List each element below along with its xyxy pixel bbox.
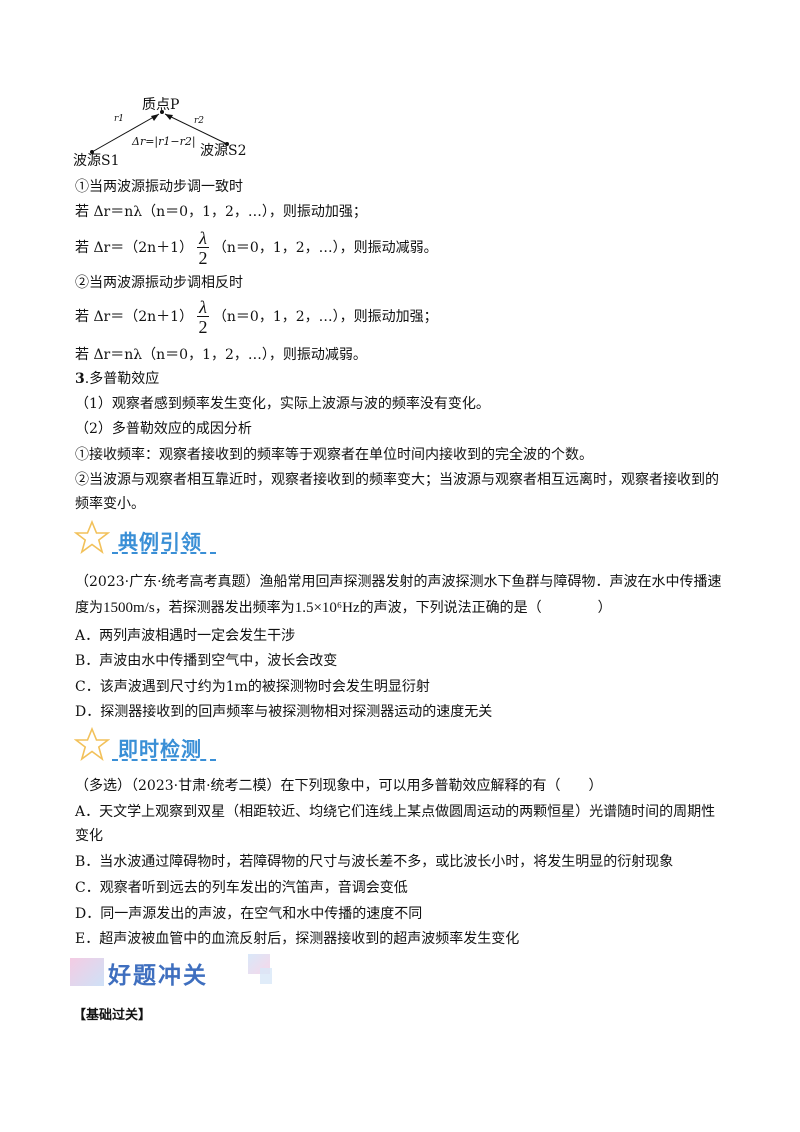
case2-heading: ②当两波源振动步调相反时 <box>75 275 243 291</box>
check-star-icon <box>73 726 111 765</box>
case2-line2: 若 Δr＝nλ（n＝0，1，2，…），则振动减弱。 <box>75 347 367 363</box>
case1-heading: ①当两波源振动步调一致时 <box>75 179 243 195</box>
q-text-b: ，若探测器发出频率为 <box>154 600 295 616</box>
q-text-a: 度为 <box>75 600 103 616</box>
check-question: （多选）（2023·甘肃·统考二模）在下列现象中，可以用多普勒效应解释的有（ ） <box>75 778 603 794</box>
banner-decoration <box>70 954 272 988</box>
check-title-underline <box>112 759 216 761</box>
doppler-p4b: 频率变小。 <box>75 496 145 512</box>
doppler-p4a: ②当波源与观察者相互靠近时，观察者接收到的频率变大；当波源与观察者相互远离时，观… <box>75 472 719 488</box>
doppler-p2: （2）多普勒效应的成因分析 <box>75 421 252 437</box>
example-option-a: A．两列声波相遇时一定会发生干涉 <box>75 628 296 644</box>
wave-interference-diagram: 质点P r1 r2 Δr=|r1−r2| 波源S1 波源S2 <box>70 92 250 172</box>
doppler-p1: （1）观察者感到频率发生变化，实际上波源与波的频率没有变化。 <box>75 396 490 412</box>
source-s1-label: 波源S1 <box>73 153 120 169</box>
example-option-d: D．探测器接收到的回声频率与被探测物相对探测器运动的速度无关 <box>75 704 493 720</box>
source-s2-label: 波源S2 <box>200 143 247 159</box>
q-text-c: 的声波，下列说法正确的是（ ） <box>359 600 612 616</box>
q-frequency-value: 1.5×10⁶Hz <box>294 600 360 616</box>
check-title: 即时检测 <box>118 737 202 761</box>
example-title-underline <box>112 552 216 554</box>
delta-r-label: Δr=|r1−r2| <box>132 135 196 148</box>
doppler-p3: ①接收频率：观察者接收到的频率等于观察者在单位时间内接收到的完全波的个数。 <box>75 447 593 463</box>
example-question-line2: 度为1500m/s，若探测器发出频率为1.5×10⁶Hz的声波，下列说法正确的是… <box>75 598 612 618</box>
r1-label: r1 <box>114 114 125 124</box>
example-title: 典例引领 <box>118 530 202 554</box>
doppler-heading: 3.多普勒效应 <box>75 369 159 389</box>
example-question-line1: （2023·广东·统考高考真题）渔船常用回声探测器发射的声波探测水下鱼群与障碍物… <box>75 574 722 590</box>
q-speed-value: 1500m/s <box>103 600 155 616</box>
case1-line1: 若 Δr＝nλ（n＝0，1，2，…），则振动加强； <box>75 204 367 220</box>
check-option-d: D．同一声源发出的声波，在空气和水中传播的速度不同 <box>75 906 423 922</box>
fraction-denominator: 2 <box>198 316 208 337</box>
fraction-numerator: λ <box>197 227 209 248</box>
doppler-heading-text: .多普勒效应 <box>84 371 160 387</box>
case1-line2-suffix: （n＝0，1，2，…），则振动减弱。 <box>212 240 438 256</box>
example-star-icon <box>73 519 111 558</box>
check-option-a-cont: 变化 <box>75 828 103 844</box>
lambda-over-2-fraction: λ 2 <box>197 229 209 268</box>
fraction-numerator: λ <box>197 296 209 317</box>
example-option-c: C．该声波遇到尺寸约为1m的被探测物时会发生明显衍射 <box>75 679 430 695</box>
point-p-label: 质点P <box>142 97 180 113</box>
check-option-c: C．观察者听到远去的列车发出的汽笛声，音调会变低 <box>75 880 408 896</box>
check-option-e: E．超声波被血管中的血流反射后，探测器接收到的超声波频率发生变化 <box>75 931 520 947</box>
diagram-lines <box>90 110 229 154</box>
case2-line1-prefix: 若 Δr＝（2n＋1） <box>75 309 194 325</box>
check-option-b: B．当水波通过障碍物时，若障碍物的尺寸与波长差不多，或比波长小时，将发生明显的衍… <box>75 854 674 870</box>
lambda-over-2-fraction: λ 2 <box>197 298 209 337</box>
case1-line2-prefix: 若 Δr＝（2n＋1） <box>75 240 194 256</box>
banner-title: 好题冲关 <box>108 963 208 989</box>
check-option-a: A．天文学上观察到双星（相距较近、均绕它们连线上某点做圆周运动的两颗恒星）光谱随… <box>75 804 716 820</box>
case2-line1: 若 Δr＝（2n＋1） λ 2 （n＝0，1，2，…），则振动加强； <box>75 295 438 339</box>
case1-line2: 若 Δr＝（2n＋1） λ 2 （n＝0，1，2，…），则振动减弱。 <box>75 226 438 270</box>
fraction-denominator: 2 <box>198 247 208 268</box>
case2-line1-suffix: （n＝0，1，2，…），则振动加强； <box>212 309 438 325</box>
doppler-heading-number: 3 <box>75 371 85 387</box>
r2-label: r2 <box>194 116 205 126</box>
basic-section-label: 【基础过关】 <box>73 1008 152 1023</box>
example-option-b: B．声波由水中传播到空气中，波长会改变 <box>75 653 338 669</box>
